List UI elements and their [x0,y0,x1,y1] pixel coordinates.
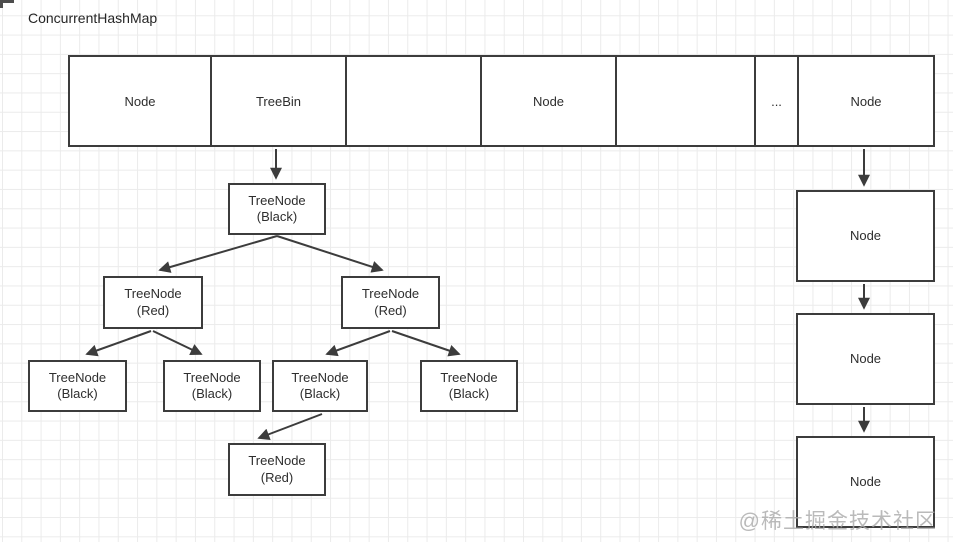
treenode-type: TreeNode [48,369,107,385]
treenode-leftleft-black: TreeNode (Black) [28,360,127,412]
array-cell-label: Node [532,93,565,109]
chain-node-1: Node [796,190,935,282]
chain-node-label: Node [849,227,882,243]
treenode-rightleft-black: TreeNode (Black) [272,360,368,412]
treenode-color: (Black) [57,386,98,401]
treenode-color: (Red) [374,302,407,318]
corner-mark [0,0,14,8]
chain-node-label: Node [849,473,882,489]
chain-node-3: Node [796,436,935,528]
array-cell-label: Node [124,93,156,109]
treenode-type: TreeNode [291,369,349,385]
treenode-color: (Red) [260,469,294,485]
treenode-type: TreeNode [440,369,498,385]
chain-node-label: Node [849,350,882,366]
array-cell-node-1: Node [480,57,615,145]
treenode-root-black: TreeNode (Black) [228,183,326,235]
array-cell-node-0: Node [70,57,210,145]
treenode-type: TreeNode [248,453,306,469]
diagram-title: ConcurrentHashMap [28,10,158,26]
treenode-type: TreeNode [361,286,420,302]
arrow-left-to-leftright [152,330,203,356]
treenode-leftright-black: TreeNode (Black) [163,360,261,412]
array-cell-label: ... [771,93,782,109]
arrow-right-to-rightleft [325,330,391,357]
treenode-left-red: TreeNode (Red) [103,276,203,329]
arrow-left-to-leftleft [85,330,152,357]
treenode-right-red: TreeNode (Red) [341,276,440,329]
array-cell-label: Node [850,93,882,109]
treenode-rightright-black: TreeNode (Black) [420,360,518,412]
array-cell-empty-1 [615,57,754,145]
watermark: @稀土掘金技术社区 [738,510,937,533]
arrow-rightleft-to-bottomred [257,413,323,440]
treenode-type: TreeNode [183,369,241,385]
arrow-root-to-right [276,235,384,273]
treenode-color: (Black) [448,386,490,401]
chain-node-2: Node [796,313,935,405]
bucket-array: Node TreeBin Node ... Node [68,55,935,147]
treenode-color: (Black) [299,386,341,401]
treenode-type: TreeNode [248,192,306,208]
arrow-right-to-rightright [391,330,461,357]
treenode-color: (Red) [136,302,170,318]
treenode-bottom-red: TreeNode (Red) [228,443,326,496]
array-cell-ellipsis: ... [754,57,797,145]
arrow-root-to-left [158,235,278,273]
array-cell-label: TreeBin [255,93,302,109]
treenode-type: TreeNode [124,286,182,302]
treenode-color: (Black) [256,209,298,224]
array-cell-node-2: Node [797,57,933,145]
treenode-color: (Black) [191,386,233,401]
array-cell-treebin: TreeBin [210,57,345,145]
array-cell-empty-0 [345,57,480,145]
